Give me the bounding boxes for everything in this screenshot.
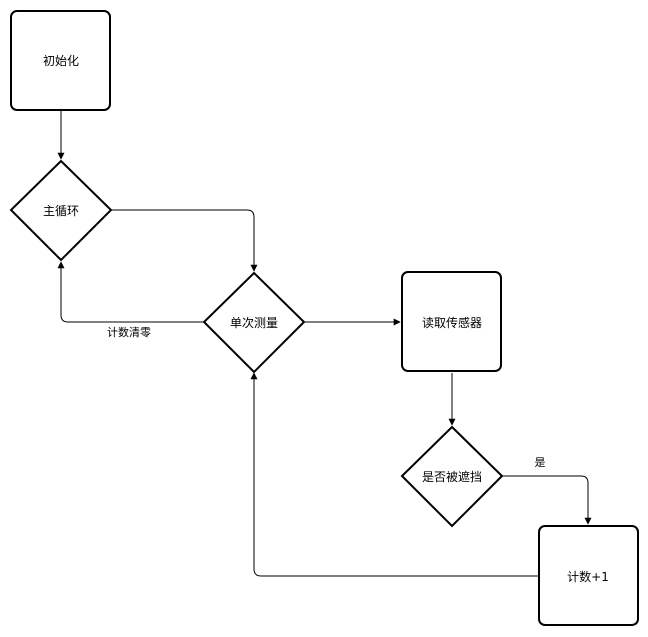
- edge-blocked-check-to-count-inc: [502, 475, 592, 525]
- node-main-loop: 主循环: [9, 159, 113, 262]
- node-main-loop-label: 主循环: [43, 204, 79, 218]
- edges: [57, 111, 592, 577]
- node-single-measure-shape: [202, 271, 306, 374]
- node-read-sensor-label: 读取传感器: [422, 315, 482, 330]
- node-init: 初始化: [10, 10, 111, 111]
- node-main-loop-shape: [9, 159, 113, 262]
- node-count-inc-shape: [538, 525, 639, 626]
- edge-single-measure-to-main-loop: [57, 261, 204, 323]
- node-read-sensor: 读取传感器: [401, 271, 502, 372]
- node-blocked-check-label: 是否被遮挡: [422, 469, 482, 484]
- edge-count-inc-to-single-measure: [250, 372, 538, 577]
- node-read-sensor-shape: [401, 271, 502, 372]
- node-single-measure: 单次测量: [202, 271, 306, 374]
- node-count-inc-label: 计数+1: [567, 569, 609, 584]
- edge-label-yes: 是: [535, 456, 546, 469]
- node-init-shape: [10, 10, 111, 111]
- node-single-measure-label: 单次测量: [230, 316, 278, 330]
- node-blocked-check-shape: [400, 425, 504, 528]
- node-count-inc: 计数+1: [538, 525, 639, 626]
- node-blocked-check: 是否被遮挡: [400, 425, 504, 528]
- node-init-label: 初始化: [43, 54, 79, 68]
- edge-label-reset-count: 计数清零: [107, 326, 151, 339]
- edge-main-loop-to-single-measure: [111, 209, 258, 272]
